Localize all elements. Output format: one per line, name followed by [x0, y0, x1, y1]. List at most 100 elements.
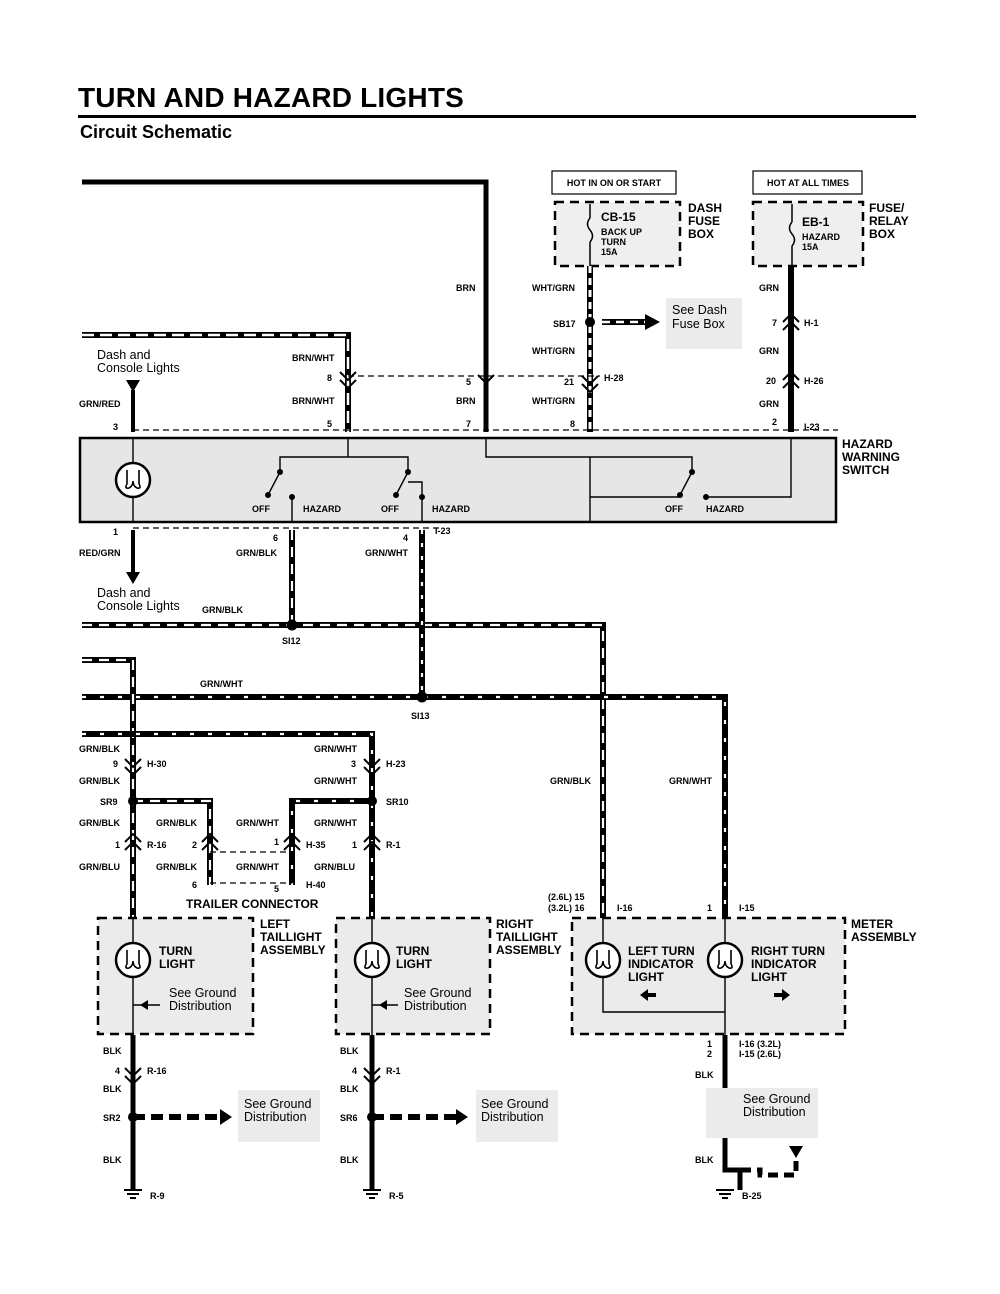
dash-box-label-3: BOX — [688, 227, 714, 241]
page-title: TURN AND HAZARD LIGHTS — [78, 82, 464, 113]
svg-text:LIGHT: LIGHT — [159, 957, 196, 971]
switch-name-1: HAZARD — [842, 437, 893, 451]
svg-text:RIGHT TURN: RIGHT TURN — [751, 944, 825, 958]
wiring — [82, 179, 838, 1190]
svg-text:See Ground: See Ground — [169, 986, 236, 1000]
svg-text:I-15 (2.6L): I-15 (2.6L) — [739, 1049, 781, 1059]
splice-si13 — [416, 691, 428, 703]
svg-text:H-26: H-26 — [804, 376, 824, 386]
svg-text:I-15: I-15 — [739, 903, 755, 913]
svg-text:I-16 (3.2L): I-16 (3.2L) — [739, 1039, 781, 1049]
hot-in-on-header — [551, 170, 677, 195]
svg-text:BLK: BLK — [103, 1084, 122, 1094]
dash-fuse-box — [553, 200, 682, 268]
switch-hazard-3: HAZARD — [706, 504, 744, 514]
svg-text:Distribution: Distribution — [169, 999, 232, 1013]
svg-text:I-16: I-16 — [617, 903, 633, 913]
svg-text:BRN: BRN — [456, 283, 476, 293]
svg-text:SR6: SR6 — [340, 1113, 358, 1123]
switch-indicator-icon — [114, 461, 152, 499]
left-turn-light-icon — [114, 941, 152, 979]
svg-text:Fuse Box: Fuse Box — [672, 317, 726, 331]
splice-sr10 — [367, 796, 377, 806]
svg-text:GRN/BLK: GRN/BLK — [236, 548, 277, 558]
svg-text:SI13: SI13 — [411, 711, 430, 721]
splice-si12 — [286, 619, 298, 631]
splice-sb17 — [585, 317, 595, 327]
right-turn-light-icon — [353, 941, 391, 979]
relay-box-label-3: BOX — [869, 227, 895, 241]
splices — [128, 317, 595, 1122]
svg-text:SR9: SR9 — [100, 797, 118, 807]
svg-text:6: 6 — [192, 880, 197, 890]
splice-sr6 — [367, 1112, 377, 1122]
ground-note-mid — [476, 1090, 558, 1142]
svg-text:GRN/BLU: GRN/BLU — [314, 862, 355, 872]
svg-text:LIGHT: LIGHT — [751, 970, 788, 984]
svg-text:See Ground: See Ground — [404, 986, 471, 1000]
svg-text:21: 21 — [564, 377, 574, 387]
svg-text:BLK: BLK — [340, 1084, 359, 1094]
svg-text:(2.6L) 15: (2.6L) 15 — [548, 892, 585, 902]
splice-sr2 — [128, 1112, 138, 1122]
svg-text:R-9: R-9 — [150, 1191, 165, 1201]
svg-text:2: 2 — [772, 417, 777, 427]
svg-text:R-16: R-16 — [147, 1066, 167, 1076]
svg-text:R-16: R-16 — [147, 840, 167, 850]
svg-text:1: 1 — [707, 903, 712, 913]
svg-text:BLK: BLK — [695, 1155, 714, 1165]
hazard-warning-switch — [78, 436, 838, 524]
svg-text:ASSEMBLY: ASSEMBLY — [260, 943, 326, 957]
switch-name-2: WARNING — [842, 450, 900, 464]
wire-labels: BRN WHT/GRN GRN WHT/GRN GRN BRN/WHT BRN/… — [79, 283, 779, 1165]
dash-console-top-2: Console Lights — [97, 361, 180, 375]
svg-text:I-23: I-23 — [804, 422, 820, 432]
svg-text:GRN/WHT: GRN/WHT — [236, 818, 279, 828]
svg-text:GRN/WHT: GRN/WHT — [365, 548, 408, 558]
svg-text:GRN/BLK: GRN/BLK — [550, 776, 591, 786]
switch-name-3: SWITCH — [842, 463, 889, 477]
svg-text:5: 5 — [466, 377, 471, 387]
svg-text:GRN/WHT: GRN/WHT — [200, 679, 243, 689]
ground-icons — [124, 1189, 734, 1199]
svg-text:GRN/BLK: GRN/BLK — [202, 605, 243, 615]
switch-off-1: OFF — [252, 504, 270, 514]
svg-text:5: 5 — [274, 884, 279, 894]
wire-grn-wht-bus — [82, 694, 728, 918]
svg-text:TAILLIGHT: TAILLIGHT — [496, 930, 558, 944]
svg-text:2: 2 — [192, 840, 197, 850]
svg-text:1: 1 — [352, 840, 357, 850]
svg-text:GRN: GRN — [759, 283, 779, 293]
svg-text:LIGHT: LIGHT — [628, 970, 665, 984]
splice-sr9 — [128, 796, 138, 806]
fuse-relay-box — [751, 200, 865, 268]
svg-text:H-35: H-35 — [306, 840, 326, 850]
page-subtitle: Circuit Schematic — [80, 122, 233, 142]
svg-text:See Ground: See Ground — [481, 1097, 548, 1111]
svg-text:LEFT: LEFT — [260, 917, 291, 931]
see-dash-fuse-note — [666, 298, 742, 349]
meter-assembly — [570, 916, 847, 1036]
svg-text:RED/GRN: RED/GRN — [79, 548, 121, 558]
connector-labels: SB17 H-1 H-26 H-28 I-23 I-23 SI12 SI13 H… — [100, 318, 824, 1201]
hot-in-on-label: HOT IN ON OR START — [567, 178, 662, 188]
svg-text:Distribution: Distribution — [404, 999, 467, 1013]
svg-text:TAILLIGHT: TAILLIGHT — [260, 930, 322, 944]
svg-text:GRN: GRN — [759, 346, 779, 356]
dash-lights-out-arrow-icon — [126, 572, 140, 584]
dash-console-bottom-2: Console Lights — [97, 599, 180, 613]
svg-text:BLK: BLK — [103, 1046, 122, 1056]
hot-at-all-times-label: HOT AT ALL TIMES — [767, 178, 849, 188]
eb1-desc-2: 15A — [802, 242, 819, 252]
svg-text:See Dash: See Dash — [672, 303, 727, 317]
dash-box-label-1: DASH — [688, 201, 722, 215]
svg-text:H-1: H-1 — [804, 318, 819, 328]
svg-text:4: 4 — [403, 533, 408, 543]
left-arrow-icon — [640, 989, 656, 1001]
svg-text:GRN/WHT: GRN/WHT — [314, 818, 357, 828]
svg-text:1: 1 — [707, 1039, 712, 1049]
dash-console-bottom-1: Dash and — [97, 586, 151, 600]
svg-text:6: 6 — [273, 533, 278, 543]
cb15-fuse-icon — [586, 204, 594, 266]
